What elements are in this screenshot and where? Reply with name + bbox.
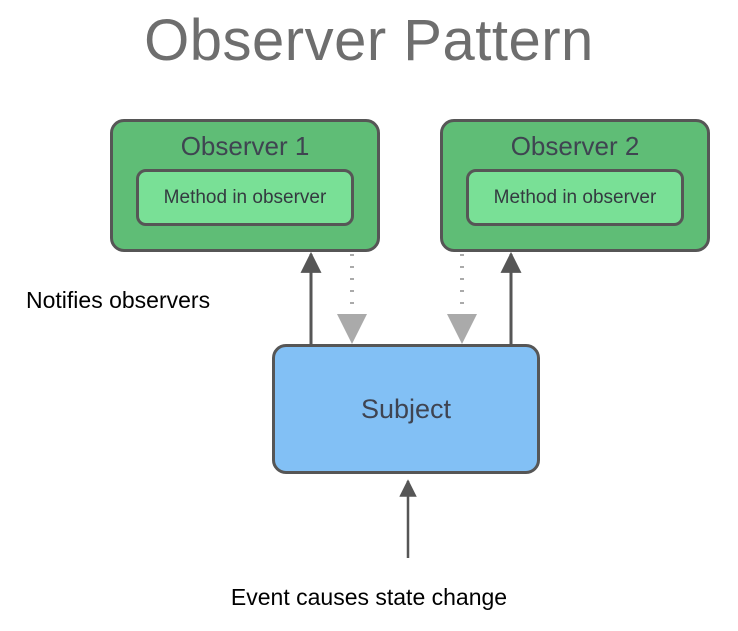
observer-2-node[interactable]: Observer 2 Method in observer [440, 119, 710, 252]
observer-2-title: Observer 2 [510, 131, 640, 161]
subject-node[interactable]: Subject [272, 344, 540, 474]
observer-1-node[interactable]: Observer 1 Method in observer [110, 119, 380, 252]
observer-1-method-box[interactable]: Method in observer [136, 169, 354, 226]
event-causes-state-change-label: Event causes state change [230, 584, 508, 610]
observer-1-title: Observer 1 [180, 131, 310, 161]
subject-label: Subject [360, 394, 452, 424]
observer-2-method-box[interactable]: Method in observer [466, 169, 684, 226]
observer-1-method-label: Method in observer [163, 186, 327, 208]
page-title: Observer Pattern [144, 8, 594, 73]
notifies-observers-label: Notifies observers [26, 287, 211, 313]
observer-2-method-label: Method in observer [493, 186, 657, 208]
